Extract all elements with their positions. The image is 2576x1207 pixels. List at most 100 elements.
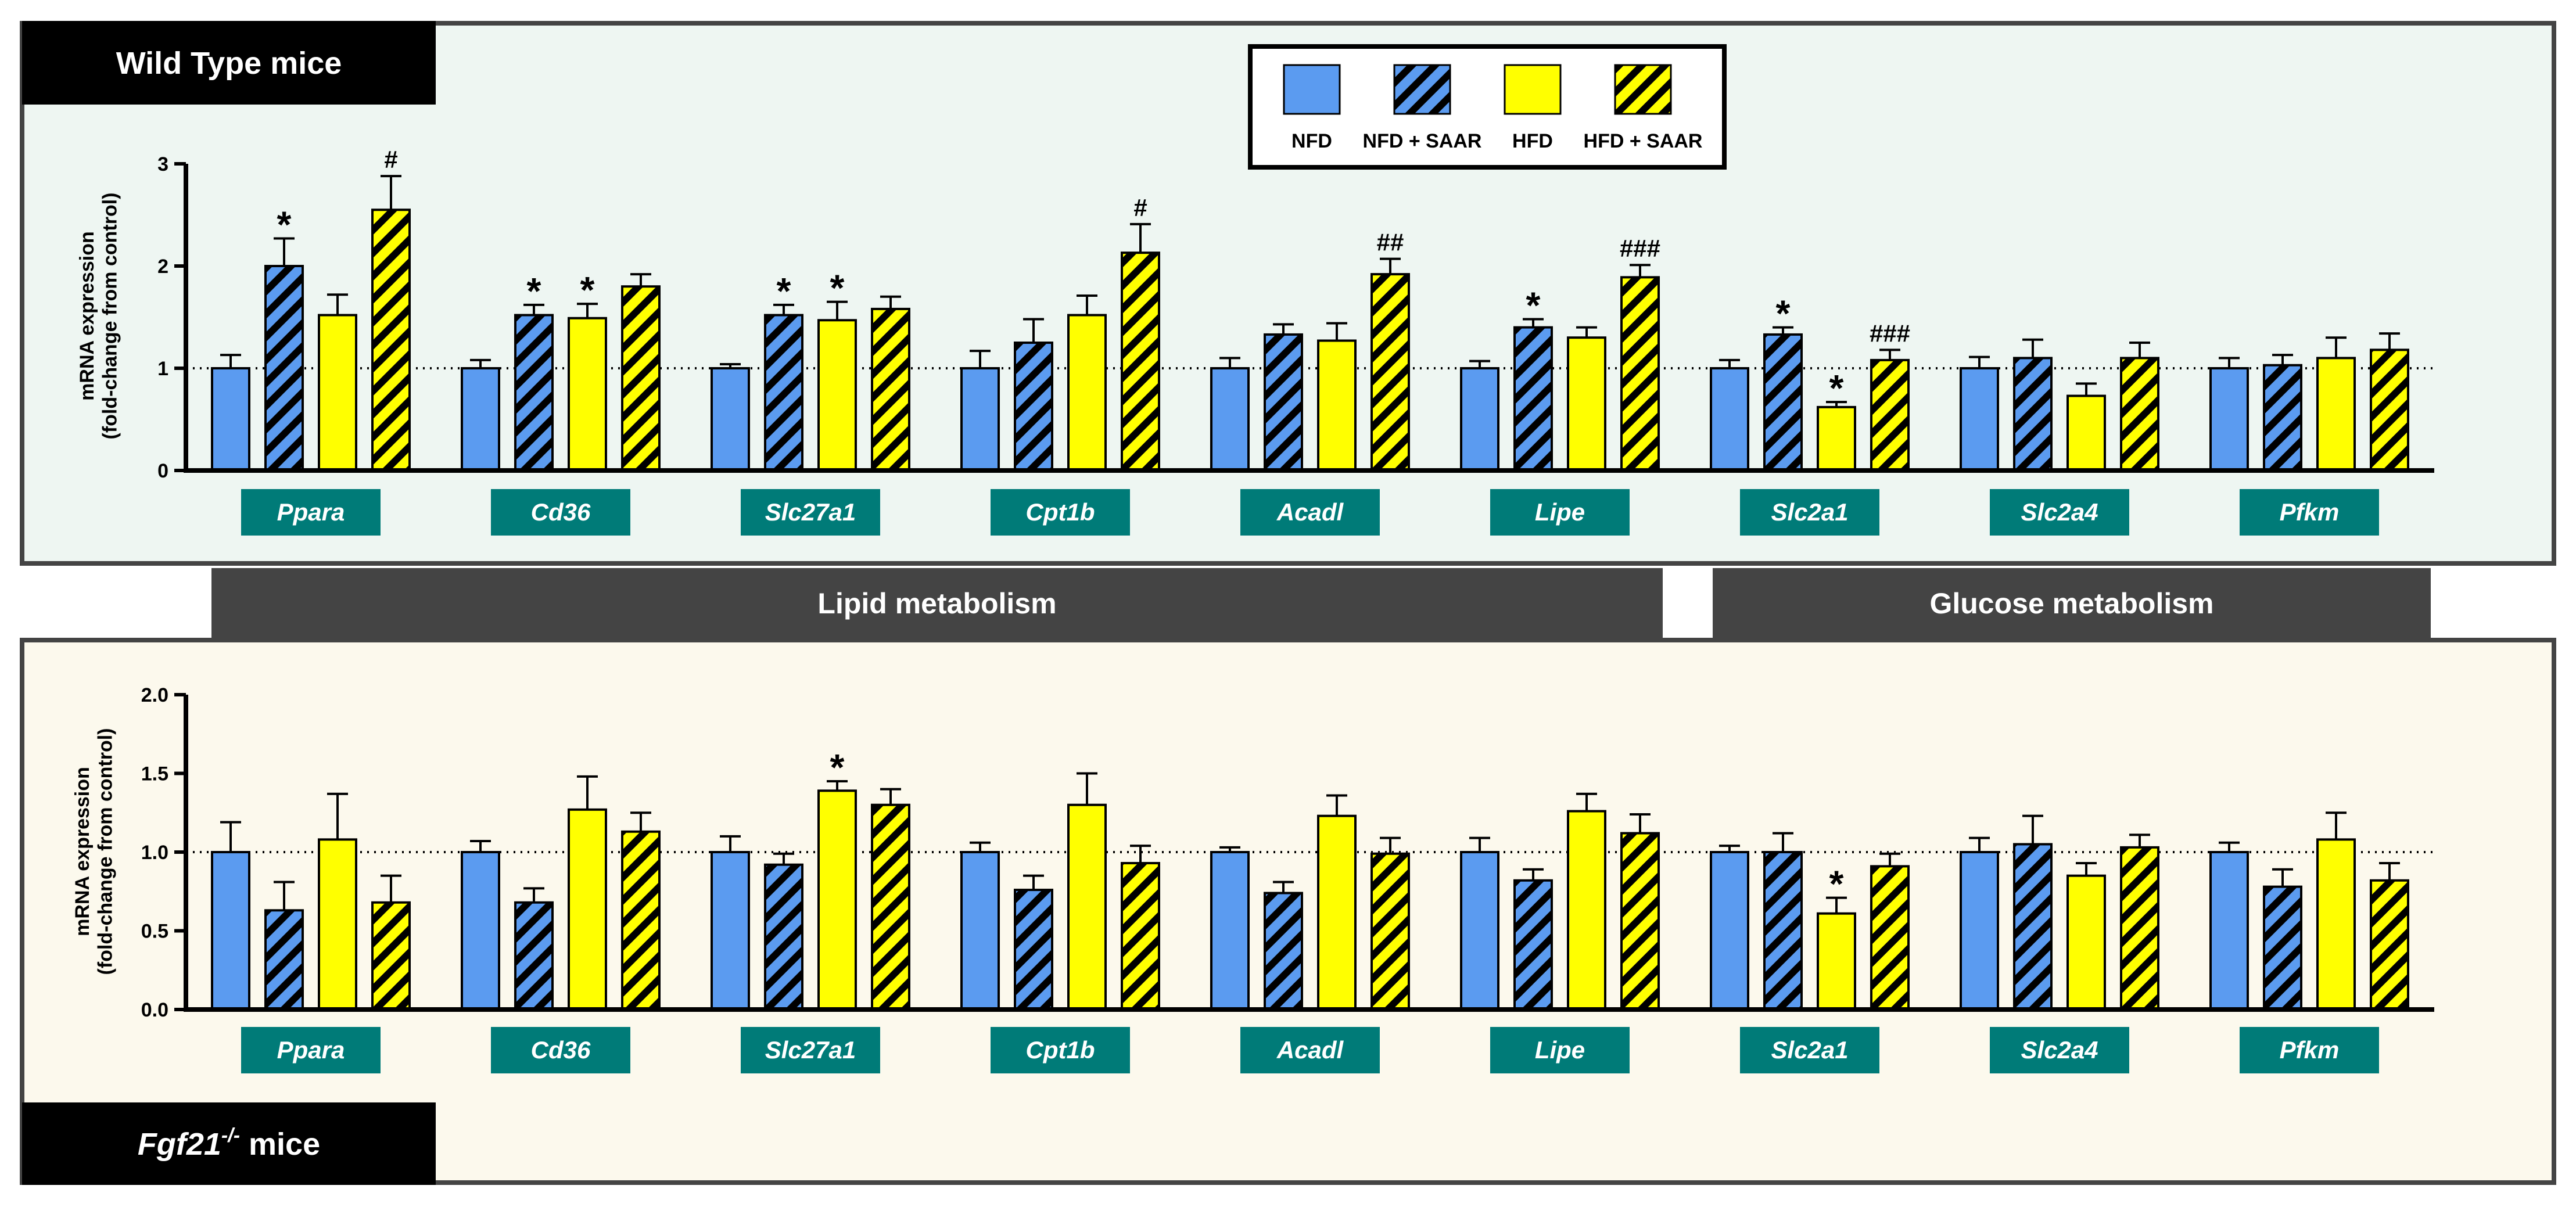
wt-significance-mark: * (1829, 367, 1844, 409)
legend-swatch-nfd (1283, 64, 1341, 115)
glucose-banner-label: Glucose metabolism (1929, 587, 2213, 620)
wt-category-label-box (1740, 489, 1879, 536)
legend-swatch-nfd-saar (1393, 64, 1451, 115)
ko-significance-mark: * (830, 746, 845, 788)
wt-bar-nfd-saar (1763, 333, 1803, 472)
ko-y-tick-label: 1.0 (141, 842, 168, 864)
wt-category-label: Lipe (1535, 498, 1585, 526)
ko-category-label-box (241, 1027, 381, 1073)
group-banners: Lipid metabolism Glucose metabolism (211, 568, 2431, 640)
ko-bar-nfd-saar (2013, 843, 2053, 1011)
ko-category-label: Lipe (1535, 1036, 1585, 1064)
fgf21-header-gene: Fgf21 (138, 1127, 221, 1162)
ko-category-label: Pfkm (2280, 1036, 2340, 1064)
legend-label-hfd: HFD (1512, 130, 1553, 152)
wt-bar-hfd-saar (1870, 358, 1910, 472)
ko-category-label-box (1990, 1027, 2129, 1073)
wt-y-tick-label: 3 (157, 153, 168, 175)
wt-y-axis-title-line2: (fold-change from control) (99, 193, 121, 440)
ko-y-tick-label: 1.5 (141, 763, 168, 785)
wt-bar-hfd-saar (1620, 276, 1660, 472)
wt-category-label-box (991, 489, 1130, 536)
wt-bar-nfd-saar (1513, 326, 1553, 472)
wt-bar-hfd (2066, 394, 2106, 472)
ko-bar-hfd-saar (2120, 846, 2159, 1011)
ko-y-axis-title: mRNA expression(fold-change from control… (71, 728, 116, 975)
wt-significance-mark: ### (1870, 319, 1910, 347)
wt-significance-mark: ### (1620, 235, 1660, 262)
wt-significance-mark: * (777, 270, 791, 312)
wt-bar-hfd (1817, 405, 1856, 472)
wt-bar-nfd (461, 367, 500, 472)
ko-y-axis-title-line1: mRNA expression (71, 767, 94, 936)
wt-bar-hfd (1317, 339, 1357, 472)
wt-significance-mark: # (384, 146, 397, 173)
wt-y-tick-label: 1 (157, 358, 168, 380)
wt-bar-nfd (1710, 367, 1749, 472)
wt-bar-nfd (2209, 367, 2249, 472)
ko-bar-hfd-saar (371, 901, 411, 1011)
ko-category-label: Slc27a1 (765, 1036, 856, 1064)
wt-category-label: Cpt1b (1026, 498, 1095, 526)
wt-y-tick-label: 2 (157, 256, 168, 278)
wt-bar-nfd-saar (514, 314, 554, 472)
fgf21-panel: mRNA expression(fold-change from control… (20, 638, 2556, 1185)
ko-bar-hfd (1067, 803, 1107, 1011)
wt-bar-nfd-saar (2013, 357, 2053, 472)
ko-bar-hfd (1817, 912, 1856, 1011)
ko-y-tick-label: 0.5 (141, 921, 168, 943)
ko-bar-hfd-saar (1121, 861, 1160, 1011)
legend-label-nfd: NFD (1291, 130, 1332, 152)
fgf21-chart: mRNA expression(fold-change from control… (71, 684, 2434, 1073)
ko-bar-hfd (817, 789, 857, 1011)
wt-y-axis-title: mRNA expression(fold-change from control… (76, 193, 121, 440)
legend-swatch-hfd-saar (1614, 64, 1672, 115)
wt-category-label-box (741, 489, 880, 536)
wt-bar-nfd (960, 367, 1000, 472)
wt-category-label-box (1240, 489, 1380, 536)
fgf21-header: Fgf21-/- mice (138, 1125, 320, 1162)
ko-significance-mark: * (1829, 863, 1844, 905)
ko-bar-nfd (211, 851, 250, 1011)
wt-category-label-box (2240, 489, 2379, 536)
wt-significance-mark: # (1133, 194, 1147, 221)
wt-bar-hfd-saar (1121, 252, 1160, 472)
fgf21-header-box (22, 1102, 436, 1185)
legend-label-nfd-saar: NFD + SAAR (1363, 130, 1482, 152)
wt-bar-hfd-saar (2370, 349, 2409, 472)
legend-label-hfd-saar: HFD + SAAR (1584, 130, 1703, 152)
ko-bar-hfd (2066, 874, 2106, 1011)
wt-bar-hfd (568, 317, 607, 472)
ko-bar-nfd-saar (1264, 892, 1303, 1011)
wt-category-label: Slc27a1 (765, 498, 856, 526)
wt-bar-nfd (711, 367, 750, 472)
ko-category-label: Slc2a4 (2021, 1036, 2098, 1064)
ko-bar-nfd-saar (764, 863, 803, 1011)
wt-bar-nfd-saar (1264, 333, 1303, 472)
lipid-banner-label: Lipid metabolism (817, 587, 1056, 620)
wt-significance-mark: * (277, 203, 292, 245)
wt-bar-nfd (1460, 367, 1499, 472)
wt-category-label: Slc2a4 (2021, 498, 2098, 526)
wt-bar-hfd (2316, 357, 2356, 472)
ko-category-label-box (1740, 1027, 1879, 1073)
ko-category-label: Ppara (277, 1036, 345, 1064)
wt-bar-hfd-saar (1370, 273, 1410, 472)
ko-bar-nfd (1460, 851, 1499, 1011)
ko-bar-nfd (1210, 851, 1250, 1011)
legend: NFD NFD + SAAR HFD HFD + SAAR (1248, 44, 1727, 170)
ko-bar-hfd (2316, 838, 2356, 1011)
ko-category-label: Cpt1b (1026, 1036, 1095, 1064)
wt-significance-mark: * (830, 267, 845, 309)
wt-bar-hfd-saar (621, 285, 661, 472)
wt-y-axis-title-line1: mRNA expression (76, 231, 98, 401)
ko-bar-hfd-saar (2370, 879, 2409, 1011)
wild-type-panel: Wild Type mice mRNA expression(fold-chan… (20, 21, 2556, 566)
wt-significance-mark: * (1776, 293, 1791, 335)
wt-bar-nfd-saar (1014, 342, 1053, 472)
fgf21-header-superscript: -/- (221, 1125, 240, 1147)
ko-category-label-box (991, 1027, 1130, 1073)
wt-bar-nfd-saar (2263, 364, 2302, 472)
wt-significance-mark: * (580, 269, 595, 311)
ko-category-label: Cd36 (531, 1036, 591, 1064)
